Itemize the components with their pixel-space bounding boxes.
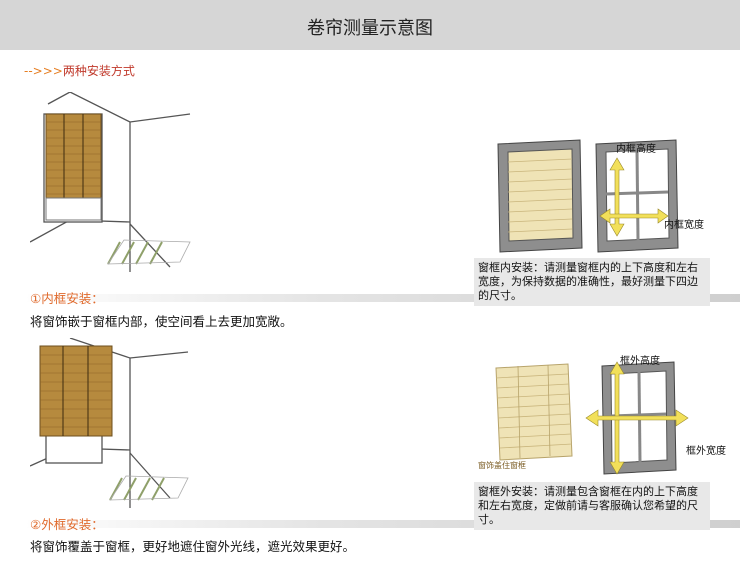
title-bar: 卷帘测量示意图 [0, 0, 740, 50]
blind-cover-caption: 窗饰盖住窗框 [478, 461, 526, 470]
inside-width-label: 内框宽度 [664, 220, 704, 231]
inside-height-label: 内框高度 [616, 144, 656, 155]
inside-heading: ①内框安装： [30, 291, 104, 306]
outside-measure-diagram [495, 361, 689, 475]
section-divider-inside [24, 294, 740, 302]
outside-note: 窗框外安装：请测量包含窗框在内的上下高度和左右宽度，定做前请与客服确认您希望的尺… [474, 482, 710, 530]
room-illustration-inside [30, 92, 191, 272]
outside-height-label: 框外高度 [620, 356, 660, 367]
outside-heading: ②外框安装： [30, 517, 104, 532]
section-divider-outside [24, 520, 740, 528]
inside-note: 窗框内安装：请测量窗框内的上下高度和左右宽度，为保持数据的准确性，最好测量下四边… [474, 258, 710, 306]
outside-description: 将窗饰覆盖于窗框，更好地遮住窗外光线，遮光效果更好。 [30, 539, 356, 554]
room-illustration-outside [30, 338, 189, 508]
inside-measure-diagram [497, 139, 679, 253]
intro-text: 两种安装方式 [62, 64, 135, 78]
intro-arrows: -->>> [24, 64, 63, 78]
inside-description: 将窗饰嵌于窗框内部，使空间看上去更加宽敞。 [30, 314, 293, 329]
outside-width-label: 框外宽度 [686, 446, 726, 457]
intro-line: -->>>两种安装方式 [24, 62, 135, 79]
page-title: 卷帘测量示意图 [307, 18, 433, 39]
